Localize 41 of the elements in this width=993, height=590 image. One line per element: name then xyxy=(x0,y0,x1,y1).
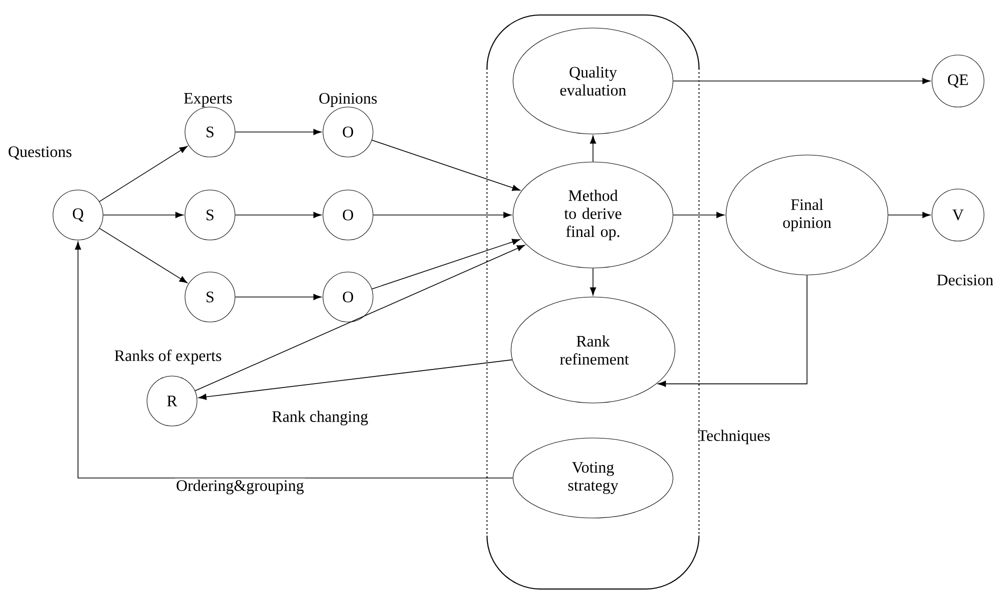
arrow xyxy=(672,78,930,84)
arrow xyxy=(198,359,513,400)
circle-node: R xyxy=(146,376,198,426)
circle-node: Q xyxy=(52,190,104,240)
arrow xyxy=(888,212,930,218)
arrow xyxy=(672,212,724,218)
circle-node: S xyxy=(184,106,236,158)
circle-node: O xyxy=(322,272,374,322)
node-caption: Decision xyxy=(937,274,993,286)
arrow xyxy=(102,212,184,218)
node-caption: Experts xyxy=(184,93,232,107)
circle-node: O xyxy=(322,190,374,240)
arrow xyxy=(590,268,596,296)
node-caption: Opinions xyxy=(319,93,377,107)
arrow xyxy=(234,294,322,300)
arrow xyxy=(99,146,188,202)
circle-node: V xyxy=(932,188,984,242)
node-caption: Questions xyxy=(8,146,72,160)
arrow xyxy=(234,128,322,136)
arrow xyxy=(590,136,596,162)
circle-node: O xyxy=(322,106,374,158)
arrow xyxy=(99,228,188,284)
arrow xyxy=(372,140,520,191)
ellipse-node: Rank refinement xyxy=(510,296,676,404)
node-caption: Ranks of experts xyxy=(114,350,222,364)
arrow xyxy=(372,238,520,290)
circle-node: S xyxy=(184,272,236,322)
arrow xyxy=(372,212,512,218)
circle-node: S xyxy=(184,190,236,240)
ellipse-node: Voting strategy xyxy=(512,438,674,518)
ellipse-node: Quality evaluation xyxy=(512,28,674,134)
group-label: Techniques xyxy=(698,430,770,444)
arrow xyxy=(658,274,808,387)
edge-label: Rank changing xyxy=(270,409,370,427)
arrow xyxy=(194,244,526,392)
arrow xyxy=(234,212,322,218)
ellipse-node: Method to derive final op. xyxy=(512,162,674,268)
arrow xyxy=(74,242,514,478)
edge-label: Ordering&grouping xyxy=(174,478,306,496)
ellipse-node: Final opinion xyxy=(726,154,888,276)
circle-node: QE xyxy=(932,54,984,108)
